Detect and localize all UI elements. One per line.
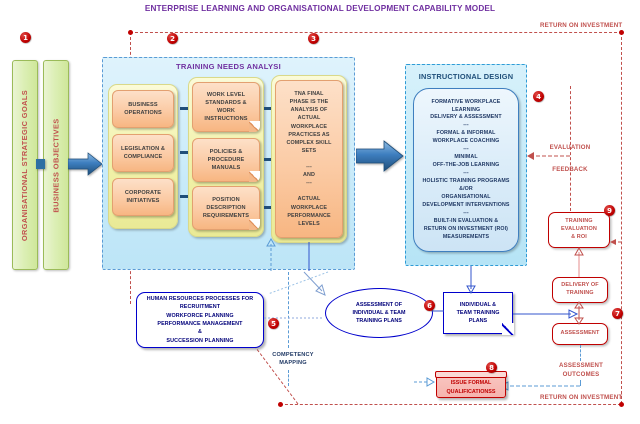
- feedback-arrow-to-instructional-design: [527, 152, 570, 160]
- arrow-outcomes-to-qualifications: [498, 381, 580, 391]
- bar-organisational-strategic-goals[interactable]: ORGANISATIONAL STRATEGIC GOALS: [12, 60, 38, 270]
- qualification-header-bar: [435, 371, 507, 379]
- bar-label: ORGANISATIONAL STRATEGIC GOALS: [20, 89, 30, 241]
- connector-ellipse-to-plans: [432, 310, 444, 312]
- box-issue-formal-qualifications[interactable]: ISSUE FORMAL QUALIFICATIONSS: [435, 371, 507, 398]
- tna-box-corporate-initiatives[interactable]: CORPORATE INITIATIVES: [112, 178, 174, 216]
- box-hr-processes[interactable]: HUMAN RESOURCES PROCESSES FOR RECRUITMEN…: [136, 292, 264, 348]
- box-delivery-of-training[interactable]: DELIVERY OF TRAINING: [552, 277, 608, 303]
- tna-box-legislation-compliance[interactable]: LEGISLATION & COMPLIANCE: [112, 134, 174, 172]
- competency-mapping-upper-line: [288, 272, 289, 348]
- arrow-delivery-to-evaluation: [574, 246, 584, 277]
- evaluation-label: EVALUATION: [549, 144, 591, 151]
- marker-8[interactable]: 8: [486, 362, 497, 373]
- roi-top-label: RETURN ON INVESTMENT: [540, 22, 623, 29]
- arrow-tna-to-instructional-design: [356, 140, 404, 172]
- box-individual-team-training-plans[interactable]: INDIVIDUAL & TEAM TRAINING PLANS: [443, 292, 514, 335]
- arrow-into-qualifications-left: [414, 377, 436, 387]
- marker-6[interactable]: 6: [424, 300, 435, 311]
- arrow-col2-col3: [264, 107, 276, 110]
- marker-4[interactable]: 4: [533, 91, 544, 102]
- instructional-design-title: INSTRUCTIONAL DESIGN: [418, 71, 514, 81]
- feedback-label: FEEDBACK: [552, 166, 588, 173]
- marker-2[interactable]: 2: [167, 33, 178, 44]
- tna-box-position-description[interactable]: POSITION DESCRIPTION REQUIREMENTS: [192, 186, 260, 230]
- roi-node-dot: [618, 401, 624, 407]
- marker-1[interactable]: 1: [20, 32, 31, 43]
- arrow-col2-col3: [264, 158, 276, 161]
- arrow-goals-to-objectives: [36, 159, 45, 169]
- roi-right-vertical: [621, 32, 622, 404]
- marker-9[interactable]: 9: [604, 205, 615, 216]
- assessment-outcomes-lower-line: [580, 380, 581, 386]
- arrow-col2-col3: [264, 206, 276, 209]
- arrow-up-into-tna: [266, 237, 276, 271]
- assessment-outcomes-label: ASSESSMENT OUTCOMES: [559, 362, 603, 378]
- tna-box-business-operations[interactable]: BUSINESS OPERATIONS: [112, 90, 174, 128]
- roi-node-dot: [127, 29, 133, 35]
- tna-box-policies-procedure-manuals[interactable]: POLICIES & PROCEDURE MANUALS: [192, 138, 260, 182]
- marker-3[interactable]: 3: [308, 33, 319, 44]
- arrow-objectives-to-tna: [68, 152, 103, 176]
- tna-title: TRAINING NEEDS ANALYSI: [176, 61, 281, 71]
- arrow-roi-to-training-evaluation: [610, 239, 621, 245]
- marker-5[interactable]: 5: [268, 318, 279, 329]
- arrow-plans-to-delivery: [513, 309, 579, 319]
- roi-node-dot: [618, 29, 624, 35]
- arrow-instructional-design-to-plans: [466, 266, 476, 295]
- instructional-design-content[interactable]: FORMATIVE WORKPLACE LEARNING DELIVERY & …: [413, 88, 519, 252]
- roi-bottom-label: RETURN ON INVESTMENT: [540, 394, 623, 401]
- bar-business-objectives[interactable]: BUSINESS OBJECTIVES: [43, 60, 69, 270]
- tna-box-final-phase[interactable]: TNA FINAL PHASE IS THE ANALYSIS OF ACTUA…: [275, 80, 343, 238]
- evaluation-feedback-vertical-line: [570, 86, 571, 211]
- page-title: ENTERPRISE LEARNING AND ORGANISATIONAL D…: [144, 4, 496, 13]
- roi-node-dot: [277, 401, 283, 407]
- competency-mapping-label: COMPETENCY MAPPING: [272, 352, 314, 366]
- connector-tna-to-hr: [267, 271, 329, 295]
- arrow-delivery-assessment-bidirectional: [574, 301, 584, 325]
- competency-mapping-lower-line: [288, 370, 289, 386]
- box-assessment[interactable]: ASSESSMENT: [552, 323, 608, 345]
- ellipse-assessment-of-training-plans[interactable]: ASSESSMENT OF INDIVIDUAL & TEAM TRAINING…: [325, 288, 433, 338]
- arrow-into-assessment-ellipse: [303, 271, 326, 296]
- assessment-outcomes-vertical-line: [580, 345, 581, 361]
- tna-box-work-level-standards[interactable]: WORK LEVEL STANDARDS & WORK INSTRUCTIONS: [192, 82, 260, 132]
- qualification-label: ISSUE FORMAL QUALIFICATIONSS: [446, 380, 496, 395]
- roi-top-line: [130, 32, 622, 33]
- marker-7[interactable]: 7: [612, 308, 623, 319]
- box-training-evaluation-roi[interactable]: TRAINING EVALUATION & ROI: [548, 212, 610, 248]
- bar-label: BUSINESS OBJECTIVES: [51, 117, 61, 213]
- arrow-up-into-tna-solid: [308, 242, 310, 271]
- roi-bottom-line: [280, 404, 621, 405]
